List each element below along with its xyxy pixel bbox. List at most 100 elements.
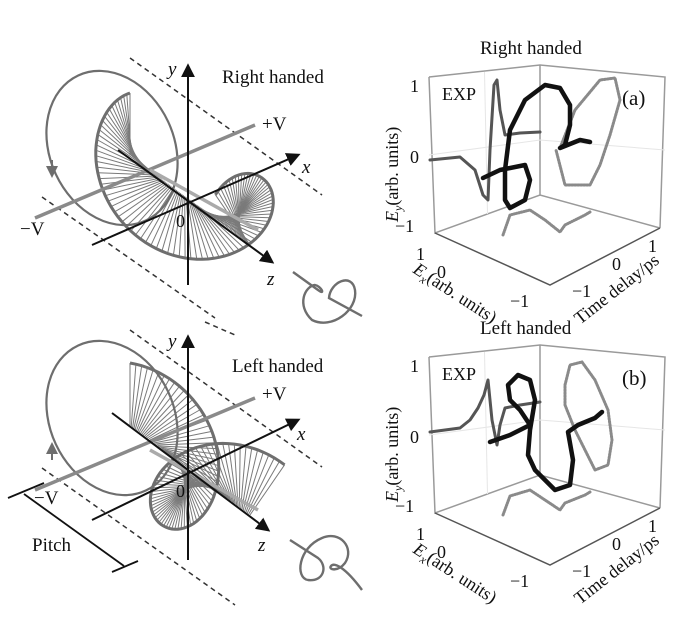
trajectory-3d (487, 372, 605, 493)
z-axis (117, 149, 275, 264)
field-vector (156, 442, 216, 446)
gridline (428, 419, 666, 436)
field-vector (152, 425, 210, 443)
ex-tick-label: −1 (510, 291, 529, 311)
field-vector (142, 390, 185, 436)
field-vector (125, 184, 171, 227)
y-axis-label: y (166, 59, 177, 80)
ex-tick-label: 1 (416, 524, 425, 544)
field-vector (160, 473, 196, 525)
ex-tick-label: 0 (437, 542, 446, 562)
x-axis (91, 153, 301, 246)
field-vector (150, 189, 178, 246)
voltage-axis-lower (149, 448, 259, 512)
field-vector (161, 191, 180, 252)
field-vector (215, 206, 274, 220)
field-vector (241, 447, 253, 510)
field-vector (160, 447, 219, 461)
field-vector (193, 202, 225, 257)
field-vector (102, 120, 144, 166)
field-vector (121, 183, 170, 223)
ex-tick-label: −1 (510, 571, 529, 591)
minus-v-label: −V (20, 219, 45, 240)
ex-tick-label: 0 (437, 262, 446, 282)
panel-label: (b) (622, 366, 647, 390)
field-vector (97, 172, 157, 176)
time-tick-label: 1 (648, 516, 657, 536)
field-vector (171, 469, 191, 530)
voltage-axis (34, 396, 256, 492)
helix-envelope (94, 91, 275, 261)
z-axis (111, 412, 271, 532)
box-floor-edges (434, 227, 661, 286)
z-axis-label: z (266, 269, 275, 290)
box-top-edges (428, 344, 666, 509)
field-vector (102, 177, 161, 191)
field-vector (138, 378, 170, 433)
field-vector (105, 178, 163, 197)
field-vector (221, 189, 272, 225)
field-vector (249, 464, 286, 516)
helix-envelope (129, 361, 286, 531)
origin-label: 0 (176, 481, 185, 501)
title-left-handed: Left handed (232, 356, 324, 377)
field-vector (134, 369, 154, 430)
field-vector (97, 133, 148, 169)
field-vector (153, 430, 212, 444)
field-vector (248, 460, 280, 515)
field-vector (148, 409, 201, 440)
field-vector (189, 199, 209, 260)
minus-v-label: −V (34, 488, 59, 509)
chart-title: Left handed (480, 318, 572, 339)
plus-v-label: +V (262, 114, 287, 135)
field-vector (228, 177, 263, 230)
field-vector (137, 375, 165, 432)
helix-fan (94, 91, 275, 261)
field-vector (167, 192, 182, 254)
field-vector (117, 182, 168, 218)
field-vector (240, 446, 247, 509)
field-vector (244, 452, 264, 512)
x-axis-label: x (301, 157, 311, 178)
time-tick-label: 0 (612, 254, 621, 274)
time-tick-label: 0 (612, 534, 621, 554)
ex-axis-label: Ex(arb. units) (407, 538, 500, 610)
chart-title: Right handed (480, 38, 582, 59)
ey-tick-label: 0 (410, 147, 419, 167)
ex-tick-label: 1 (416, 244, 425, 264)
ey-tick-label: 0 (410, 427, 419, 447)
ey-tick-label: 1 (410, 356, 419, 376)
gridline (484, 351, 488, 495)
ex-time-projection (501, 488, 592, 517)
field-vector (135, 186, 174, 236)
panel-label: (a) (622, 86, 645, 110)
dashed-guides (41, 57, 323, 319)
pitch-label: Pitch (32, 535, 72, 556)
pitch-bracket (7, 482, 139, 573)
x-axis-label: x (296, 424, 306, 445)
voltage-axis (34, 123, 256, 220)
field-vector (133, 367, 148, 429)
gridline (428, 139, 666, 156)
ey-tick-label: −1 (395, 496, 414, 516)
z-axis-label: z (257, 535, 266, 556)
ey-tick-label: 1 (410, 76, 419, 96)
ex-time-projection (501, 208, 592, 237)
field-vector (100, 176, 160, 185)
ex-ey-projection (554, 76, 622, 187)
field-vector (219, 195, 274, 223)
ey-tick-label: −1 (395, 216, 414, 236)
field-vector (222, 186, 271, 226)
left-handed-knot-icon (289, 534, 363, 591)
field-vector (155, 190, 179, 249)
field-vector (144, 394, 190, 437)
exp-annotation: EXP (442, 84, 476, 104)
field-vector (110, 180, 165, 208)
field-vector (114, 181, 167, 213)
field-vector (130, 364, 137, 427)
field-vector (242, 449, 259, 511)
schematic-left-handed: y x z 0 +V −V Left handed Pitch (7, 321, 363, 606)
field-vector (136, 372, 160, 431)
